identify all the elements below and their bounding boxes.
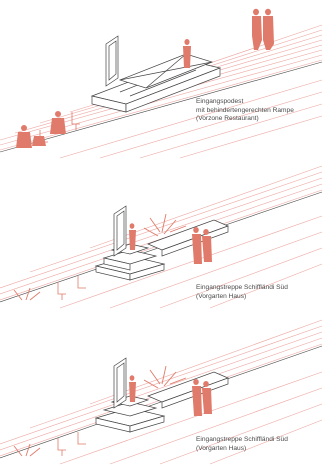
planting-icon xyxy=(14,214,186,300)
caption-line: (Vorgarten Haus) xyxy=(196,293,288,302)
panel-entrance-stairs-1: Eingangstreppe Schiffländi Süd (Vorgarte… xyxy=(0,160,323,310)
planting-icon xyxy=(14,366,186,456)
planter xyxy=(148,220,228,256)
entrance-platform-illustration xyxy=(0,0,323,160)
caption-line: Eingangspodest xyxy=(196,98,294,107)
caption-line: mit behindertengerechten Rampe xyxy=(196,107,294,116)
caption-line: (Vorgarten Haus) xyxy=(196,445,288,454)
caption-line: Eingangstreppe Schiffländi Süd xyxy=(196,284,288,293)
caption-entrance-stairs-2: Eingangstreppe Schiffländi Süd (Vorgarte… xyxy=(196,436,288,453)
caption-entrance-stairs-1: Eingangstreppe Schiffländi Süd (Vorgarte… xyxy=(196,284,288,301)
panel-entrance-platform: Eingangspodest mit behindertengerechten … xyxy=(0,0,323,160)
caption-entrance-platform: Eingangspodest mit behindertengerechten … xyxy=(196,98,294,124)
door xyxy=(114,358,126,408)
caption-line: (Vorzone Restaurant) xyxy=(196,115,294,124)
chairs xyxy=(58,276,86,300)
panel-entrance-stairs-2: Eingangstreppe Schiffländi Süd (Vorgarte… xyxy=(0,310,323,466)
door xyxy=(106,36,118,86)
caption-line: Eingangstreppe Schiffländi Süd xyxy=(196,436,288,445)
door xyxy=(114,206,126,256)
chairs xyxy=(58,432,86,456)
